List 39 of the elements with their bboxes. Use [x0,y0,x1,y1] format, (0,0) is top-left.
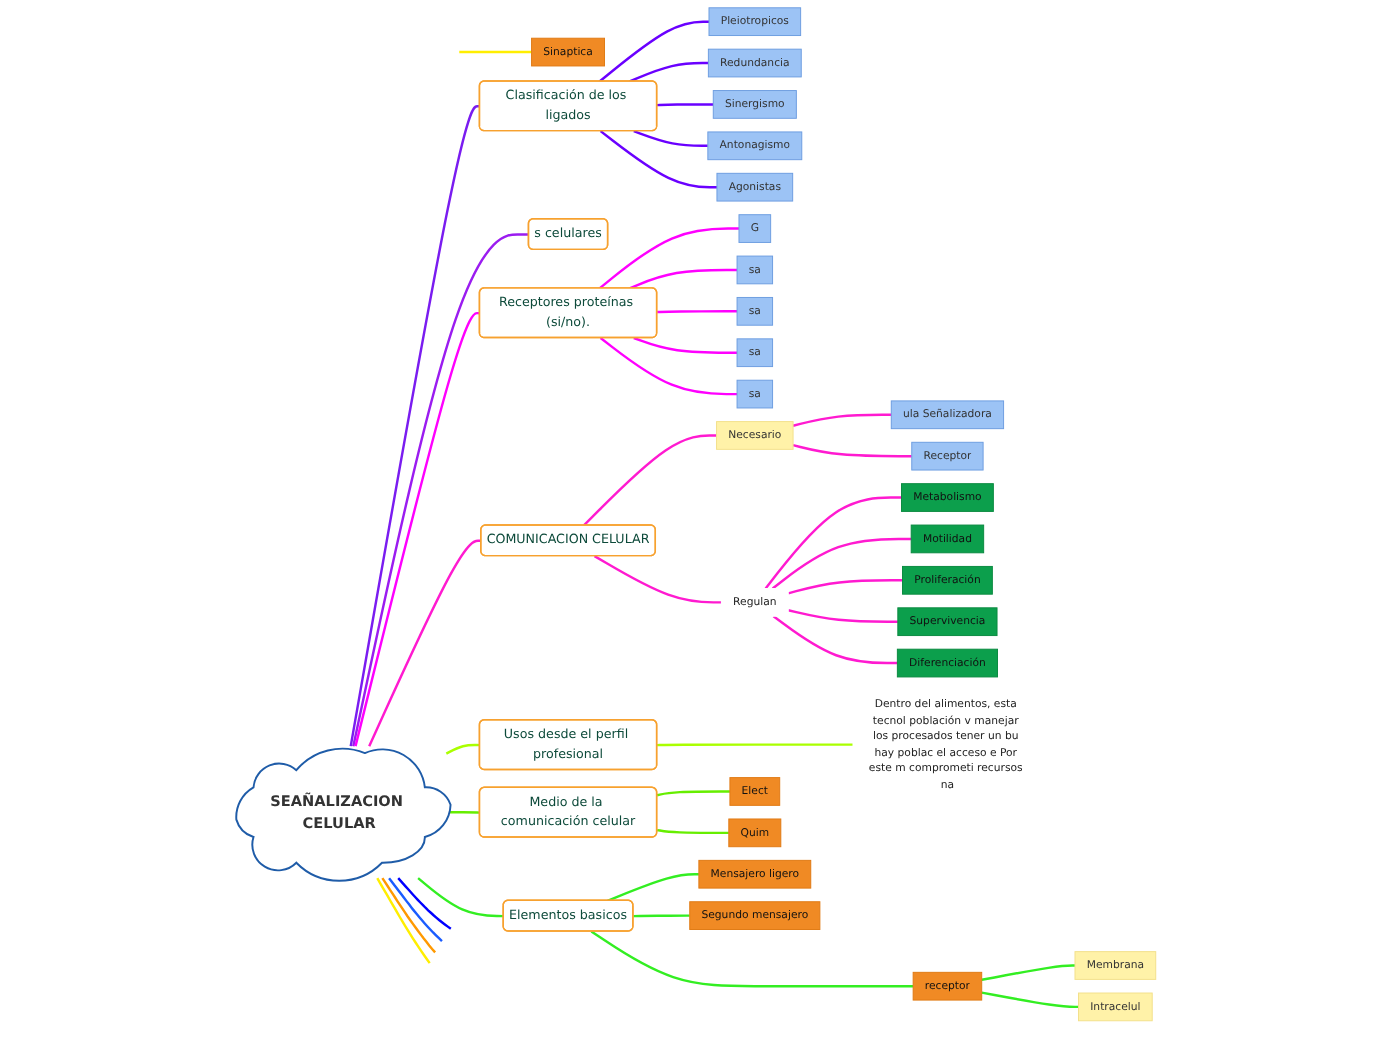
connector-line [598,20,709,83]
connector-line [583,434,717,527]
connector-line [598,227,739,290]
connector-line [607,873,699,902]
connector-line [657,103,714,107]
connector-line [599,337,738,396]
connector-line [633,914,690,918]
connector-line [349,104,481,747]
connector-line [593,555,722,604]
connector-line [599,130,717,189]
connector-line [792,413,892,427]
connector-line [633,336,738,354]
connector-line [590,930,914,988]
connector-line [459,50,532,54]
connector-line [397,877,452,930]
connector-line [381,877,437,954]
connector-line [792,444,912,458]
connector-line [981,964,1075,981]
connector-line [633,129,708,148]
connector-line [787,609,898,623]
connector-line [981,991,1079,1009]
connector-line [772,615,898,665]
connector-line [417,877,504,918]
connector-line [376,877,431,964]
connector-line [657,743,853,747]
connector-line [656,828,729,835]
connector-line [354,311,480,747]
connector-line [446,810,480,814]
connector-line [368,539,482,747]
connector-line [352,233,529,747]
connector-line [629,61,709,83]
connector-line [771,537,912,590]
connector-line [656,790,730,797]
connector-line [787,579,903,595]
connector-line [629,268,738,290]
connector-line [388,877,443,942]
connector-line [764,496,902,590]
connector-line [445,743,480,755]
connector-line [657,310,738,314]
